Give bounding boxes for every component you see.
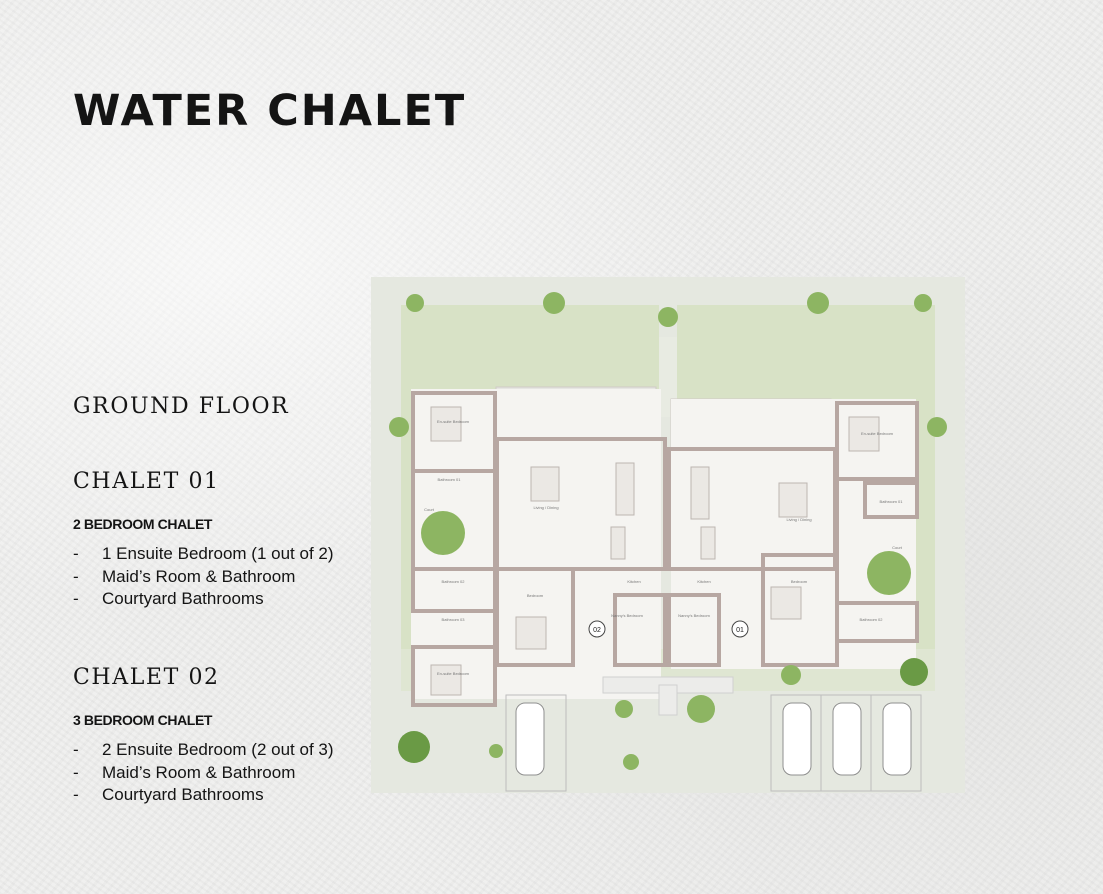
room-label: Kitchen [697,579,710,584]
bullet-dash: - [73,589,79,608]
room-label: Bedroom [791,579,808,584]
bullet-dash: - [73,566,79,586]
tree [687,695,715,723]
room-label: Court [892,545,903,550]
room-label: Kitchen [627,579,640,584]
feature-item: - Courtyard Bathrooms [73,588,334,611]
tree [658,307,678,327]
room-label: En-suite Bedroom [437,671,470,676]
chalet-01-features: - 1 Ensuite Bedroom (1 out of 2) - Maid’s … [73,543,334,611]
tree [807,292,829,314]
room-label: Nanny's Bedroom [678,613,710,618]
tree [389,417,409,437]
tree [781,665,801,685]
room-label: Bathroom 02 [860,617,884,622]
cars [515,702,912,776]
room-labels: En-suite Bedroom Bathroom 01 Court Bathr… [424,419,903,676]
room-label: Court [424,507,435,512]
room-label: Nanny's Bedroom [611,613,643,618]
chalet-01-heading: CHALET 01 [73,469,220,494]
tree [406,294,424,312]
chalet-02-type: 3 BEDROOM CHALET [73,712,213,728]
unit-marker-01 [731,620,749,638]
chalet-02-heading: CHALET 02 [73,665,220,690]
unit-marker-02-label: 02 [593,627,601,634]
tree [543,292,565,314]
courtyard-left [421,511,465,555]
room-label: En-suite Bedroom [861,431,894,436]
unit-marker-01-label: 01 [736,627,744,634]
tree [489,744,503,758]
feature-item: - 2 Ensuite Bedroom (2 out of 3) [73,739,334,762]
feature-item: - 1 Ensuite Bedroom (1 out of 2) [73,543,334,566]
bullet-dash: - [73,740,79,759]
feature-text: Courtyard Bathrooms [102,785,264,804]
room-label: Living / Dining [533,505,558,510]
entrance-steps [658,684,678,716]
tree [398,731,430,763]
room-label: Bedroom [527,593,544,598]
bullet-dash: - [73,544,79,563]
room-label: En-suite Bedroom [437,419,470,424]
room-label: Bathroom 02 [442,579,466,584]
bullet-dash: - [73,762,79,782]
tree [615,700,633,718]
floor-heading: GROUND FLOOR [73,394,290,419]
room-label: Bathroom 03 [442,617,466,622]
chalet-02-features: - 2 Ensuite Bedroom (2 out of 3) - Maid’s … [73,739,334,807]
tree [914,294,932,312]
bullet-dash: - [73,785,79,804]
trees [389,292,947,770]
feature-text: Courtyard Bathrooms [102,589,264,608]
tree [927,417,947,437]
room-label: Living / Dining [786,517,811,522]
room-label: Bathroom 01 [438,477,462,482]
floor-plan: 02 01 En-suite Bedroom Bathroom 01 Court… [371,277,965,793]
courtyard-right [867,551,911,595]
feature-text: 2 Ensuite Bedroom (2 out of 3) [102,740,334,759]
tree [623,754,639,770]
feature-text: Maid’s Room & Bathroom [102,762,296,782]
feature-item: - Maid’s Room & Bathroom [73,762,334,785]
feature-text: 1 Ensuite Bedroom (1 out of 2) [102,544,334,563]
walkway-center [659,337,677,417]
feature-text: Maid’s Room & Bathroom [102,566,296,586]
walls-right [667,401,919,667]
tree [900,658,928,686]
unit-marker-02 [588,620,606,638]
feature-item: - Courtyard Bathrooms [73,784,334,807]
feature-item: - Maid’s Room & Bathroom [73,566,334,589]
walls-left [411,391,667,707]
furniture [430,406,880,696]
parking [505,694,922,792]
chalet-01-type: 2 BEDROOM CHALET [73,516,213,532]
room-label: Bathroom 01 [880,499,904,504]
page-title: WATER CHALET [73,86,467,136]
